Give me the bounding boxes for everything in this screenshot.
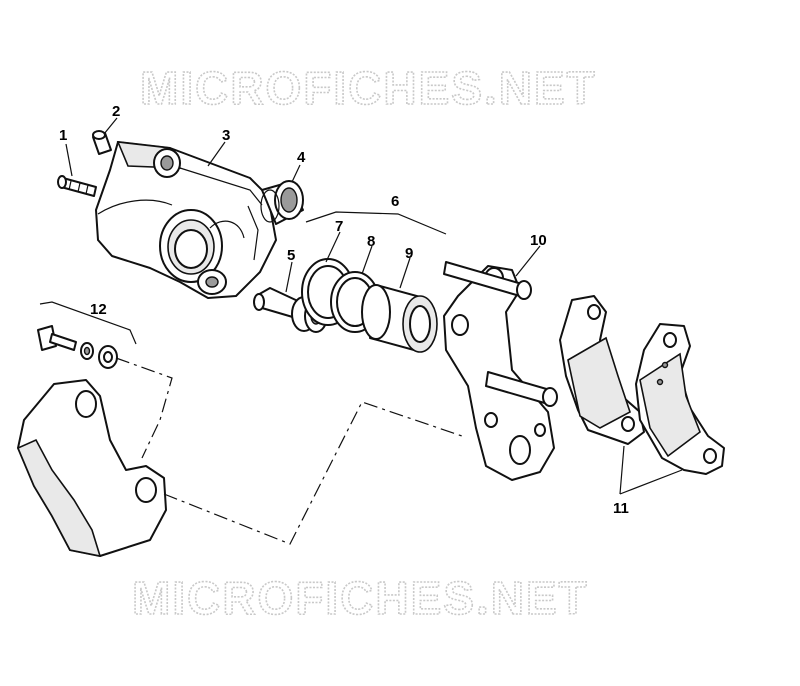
watermark-top: MICROFICHES.NET [140, 62, 597, 114]
callout-leaders [39, 117, 683, 495]
callout-5: 5 [287, 247, 295, 264]
callout-1: 1 [59, 127, 67, 144]
callout-6: 6 [391, 193, 399, 210]
assembly-center-lines [115, 357, 463, 545]
callout-4: 4 [297, 149, 306, 166]
callout-2: 2 [112, 103, 120, 120]
callout-10: 10 [530, 232, 547, 249]
callout-8: 8 [367, 233, 375, 250]
watermark-bottom: MICROFICHES.NET [132, 572, 589, 624]
callout-labels: 1 2 3 4 5 6 7 8 9 10 11 12 [59, 103, 629, 517]
callout-7: 7 [335, 218, 343, 235]
callout-9: 9 [405, 245, 413, 262]
bolt-washers-part-12 [37, 325, 118, 369]
dust-boot-part-4 [260, 180, 304, 225]
brake-pads-part-11 [559, 295, 725, 475]
piston-part-9 [361, 284, 438, 353]
caliper-body-part-3 [95, 141, 277, 299]
callout-11: 11 [613, 500, 629, 517]
callout-3: 3 [222, 127, 230, 144]
mounting-knuckle [16, 379, 167, 558]
bushing-part-2 [92, 130, 112, 155]
slide-pin-part-1 [57, 175, 97, 197]
callout-12: 12 [90, 301, 107, 318]
caliper-bracket-part-10 [443, 261, 558, 481]
